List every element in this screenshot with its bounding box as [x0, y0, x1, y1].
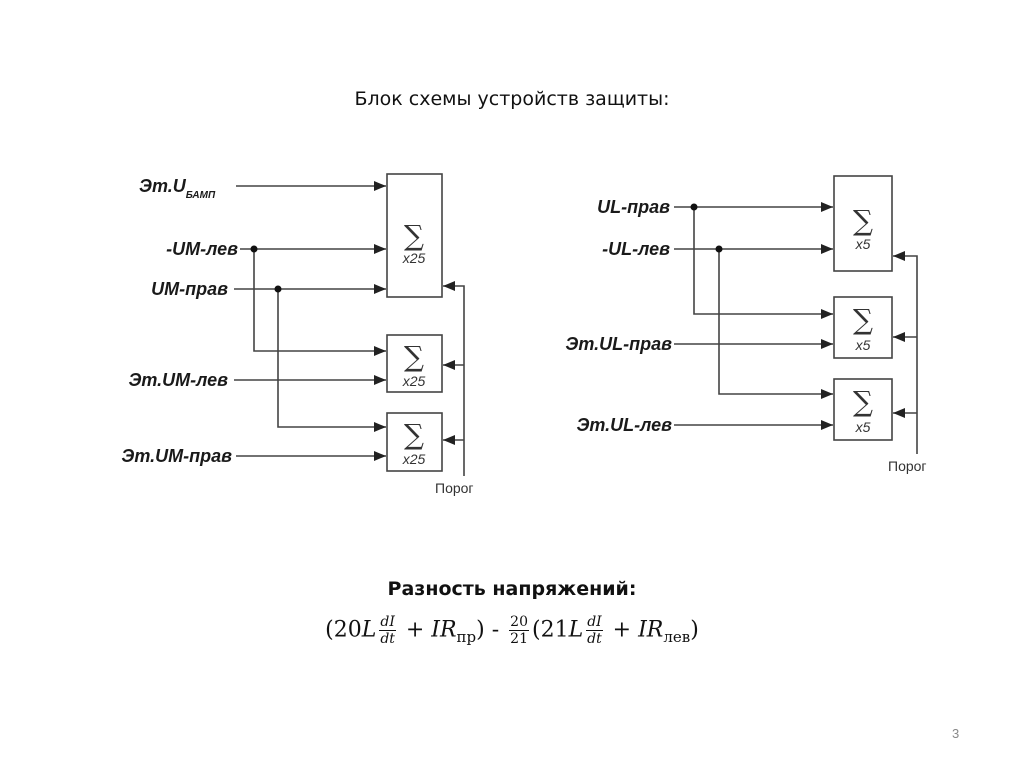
formula-heading: Разность напряжений:	[387, 578, 637, 600]
sigma-icon: ∑	[404, 418, 424, 451]
input-label-et-ul-lev: Эт.UL-лев	[576, 415, 672, 435]
right-diagram: UL-прав -UL-лев Эт.UL-прав Эт.UL-лев Пор…	[565, 175, 927, 474]
junction-dot	[715, 245, 723, 253]
fraction-denominator: 21	[510, 631, 528, 647]
summator-block: ∑ x25	[386, 173, 443, 298]
threshold-wire	[893, 251, 918, 454]
gain-label: x5	[855, 419, 871, 435]
summator-block: ∑ x5	[833, 378, 893, 441]
summator-block: ∑ x25	[386, 334, 443, 393]
fraction-numerator: 20	[509, 614, 529, 631]
threshold-label: Порог	[435, 480, 474, 496]
input-label-minus-um-lev: -UM-лев	[166, 239, 238, 259]
sigma-icon: ∑	[853, 385, 873, 418]
gain-label: x5	[855, 236, 871, 252]
summator-block: ∑ x5	[833, 175, 893, 272]
junction-dot	[690, 203, 698, 211]
slide-title: Блок схемы устройств защиты:	[354, 88, 670, 110]
fraction-denominator: dt	[587, 631, 602, 647]
formula-part: IR	[638, 617, 664, 643]
input-label-et-um-lev: Эт.UM-лев	[128, 370, 228, 390]
formula-part: +	[605, 617, 639, 643]
summator-block: ∑ x5	[833, 296, 893, 359]
formula-part: +	[398, 617, 432, 643]
formula-part: ) -	[476, 617, 507, 643]
gain-label: x25	[402, 250, 426, 266]
sigma-icon: ∑	[404, 340, 424, 373]
fraction-numerator: dI	[586, 614, 603, 631]
formula-part: (20	[325, 617, 362, 643]
input-label-um-prav: UM-прав	[151, 279, 228, 299]
input-label-ul-prav: UL-прав	[597, 197, 670, 217]
sigma-icon: ∑	[853, 303, 873, 336]
gain-label: x25	[402, 373, 426, 389]
input-label-et-ul-prav: Эт.UL-прав	[565, 334, 672, 354]
wire-branch-um-lev	[253, 249, 386, 356]
summator-block: ∑ x25	[386, 412, 443, 472]
wire-branch-ul-prav	[693, 207, 833, 319]
gain-label: x5	[855, 337, 871, 353]
formula-part: (21	[532, 617, 569, 643]
sigma-icon: ∑	[404, 219, 424, 252]
fraction-numerator: dI	[379, 614, 396, 631]
formula-part: IR	[431, 617, 457, 643]
wire-branch-ul-lev	[718, 249, 833, 399]
page-number: 3	[952, 726, 960, 741]
formula-part: L	[568, 617, 584, 643]
input-label-et-um-prav: Эт.UM-прав	[121, 446, 232, 466]
input-label-minus-ul-lev: -UL-лев	[602, 239, 670, 259]
formula-part: L	[361, 617, 377, 643]
threshold-label: Порог	[888, 458, 927, 474]
junction-dot	[250, 245, 258, 253]
wire-branch-um-prav	[277, 289, 386, 432]
fraction-denominator: dt	[380, 631, 395, 647]
sigma-icon: ∑	[853, 204, 873, 237]
gain-label: x25	[402, 451, 426, 467]
junction-dot	[274, 285, 282, 293]
left-diagram: Эт.UБАМП -UM-лев UM-прав Эт.UM-лев Эт.UM…	[121, 173, 474, 496]
formula-subscript: лев	[663, 627, 691, 646]
threshold-wire	[443, 281, 465, 476]
input-label-et-u-bamp: Эт.UБАМП	[139, 176, 216, 201]
formula-subscript: пр	[456, 627, 477, 646]
formula-part: )	[690, 617, 699, 643]
